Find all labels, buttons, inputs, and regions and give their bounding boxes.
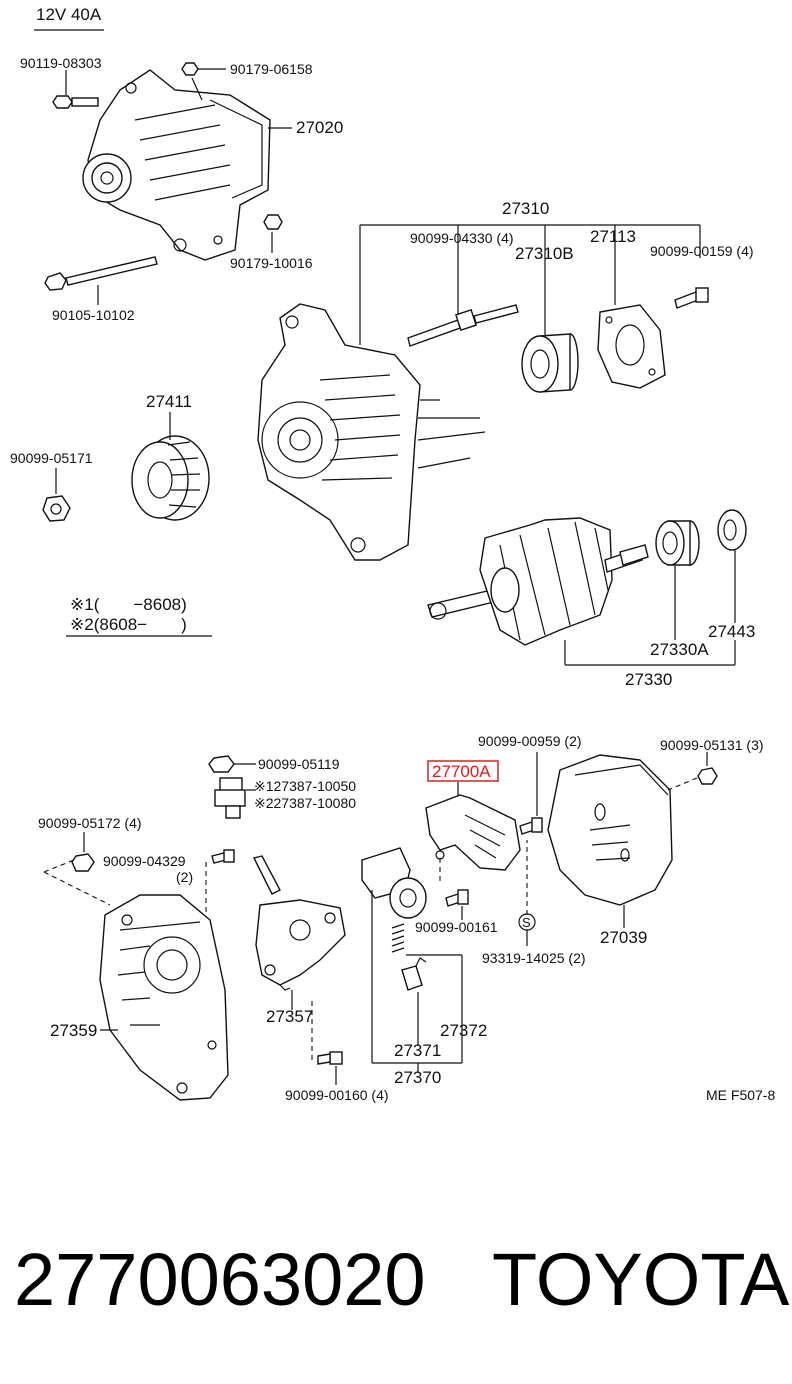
label-27310B: 27310B — [515, 244, 574, 263]
brand-name: TOYOTA — [492, 1238, 790, 1321]
label-27330A: 27330A — [650, 640, 709, 659]
label-90099-05172: 90099-05172 (4) — [38, 815, 142, 831]
label-27357: 27357 — [266, 1007, 313, 1026]
label-27371: 27371 — [394, 1041, 441, 1060]
brush-drawing — [401, 965, 423, 991]
rotor-drawing — [427, 517, 649, 646]
terminal-nut-drawing — [208, 755, 235, 773]
pulley-nut-drawing — [42, 495, 71, 522]
label-27020: 27020 — [296, 118, 343, 137]
part-number: 2770063020 — [14, 1238, 426, 1321]
label-90179-06158: 90179-06158 — [230, 61, 313, 77]
screw-drawing — [317, 1051, 343, 1065]
terminal-insulator-drawing — [214, 777, 246, 819]
screw-drawing — [519, 817, 543, 835]
label-90099-00161: 90099-00161 — [415, 919, 498, 935]
brush-spring-drawing — [391, 923, 405, 953]
label-90099-04330: 90099-04330 (4) — [410, 230, 514, 246]
frame-nut-drawing — [71, 853, 95, 872]
label-27387-10050: ※127387-10050 — [254, 778, 356, 794]
screw-drawing — [445, 889, 469, 907]
nut-drawing — [181, 62, 199, 76]
voltage-regulator-drawing — [425, 794, 521, 871]
legend-line-2: ※2(8608− ) — [70, 615, 187, 634]
drive-end-frame-drawing — [257, 303, 486, 561]
diagram-code: ME F507-8 — [706, 1087, 775, 1103]
label-27372: 27372 — [440, 1021, 487, 1040]
label-27330: 27330 — [625, 670, 672, 689]
rear-end-frame-drawing — [99, 894, 229, 1101]
bearing-drawing — [521, 333, 579, 393]
label-90179-10016: 90179-10016 — [230, 255, 313, 271]
screw-drawing — [674, 287, 709, 309]
label-90099-05119: 90099-05119 — [258, 756, 340, 772]
label-27310: 27310 — [502, 199, 549, 218]
rectifier-holder-drawing — [252, 855, 346, 991]
spec-label: 12V 40A — [36, 5, 102, 24]
label-90099-00959: 90099-00959 (2) — [478, 733, 582, 749]
retainer-plate-drawing — [597, 304, 666, 389]
label-90099-04329: 90099-04329 — [103, 853, 186, 869]
through-bolt-drawing — [44, 256, 158, 291]
stud-bolt-drawing — [407, 304, 519, 347]
label-93319-14025: 93319-14025 (2) — [482, 950, 586, 966]
label-27443: 27443 — [708, 622, 755, 641]
label-90119-08303: 90119-08303 — [20, 55, 102, 71]
label-90099-00160: 90099-00160 (4) — [285, 1087, 389, 1103]
label-27387-10080: ※227387-10080 — [254, 795, 356, 811]
brush-holder-drawing — [361, 847, 427, 919]
label-90105-10102: 90105-10102 — [52, 307, 135, 323]
label-90099-05171: 90099-05171 — [10, 450, 93, 466]
label-90099-04329-qty: (2) — [176, 869, 193, 885]
pulley-drawing — [131, 435, 210, 521]
label-27039: 27039 — [600, 928, 647, 947]
label-27113: 27113 — [590, 227, 636, 246]
bolt-drawing — [52, 95, 99, 109]
label-90099-00159: 90099-00159 (4) — [650, 243, 754, 259]
label-27411: 27411 — [146, 392, 192, 411]
legend-line-1: ※1( −8608) — [70, 595, 187, 614]
rotor-bearing-drawing — [655, 520, 700, 566]
rear-cover-drawing — [547, 754, 673, 906]
label-90099-05131: 90099-05131 (3) — [660, 737, 764, 753]
nut-drawing — [263, 214, 283, 230]
label-27359: 27359 — [50, 1021, 97, 1040]
cover-nut-drawing — [697, 767, 718, 785]
label-27370: 27370 — [394, 1068, 441, 1087]
alternator-assembly-drawing — [82, 69, 271, 261]
highlight-box — [427, 760, 499, 782]
bearing-cover-drawing — [717, 509, 747, 551]
label-27700A: 27700A — [432, 762, 491, 781]
screw-symbol-mark: S — [522, 915, 531, 930]
